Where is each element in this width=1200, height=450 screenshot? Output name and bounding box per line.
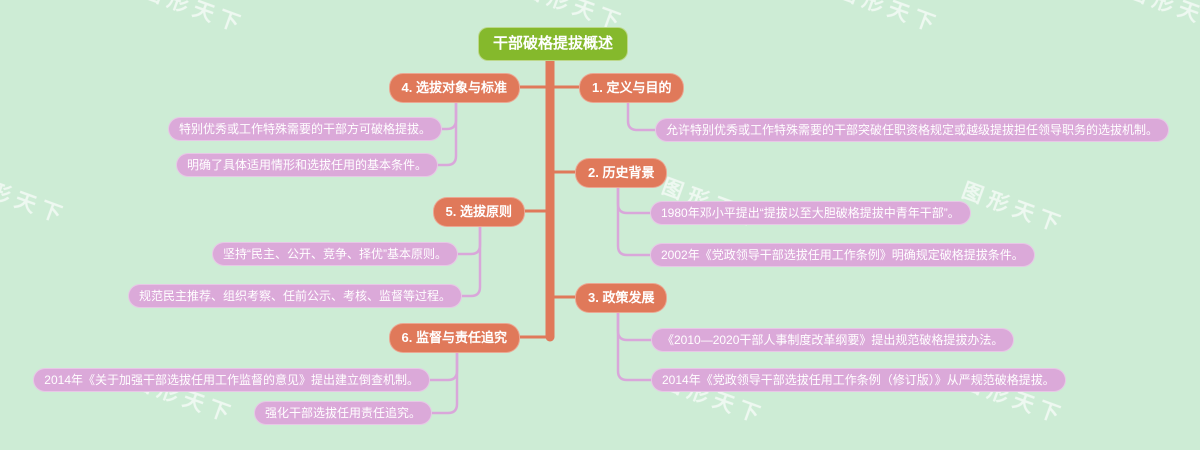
leaf-connector [616, 308, 654, 382]
leaf-node: 1980年邓小平提出“提拔以至大胆破格提拔中青年干部”。 [650, 201, 971, 226]
leaf-node: 2014年《党政领导干部选拔任用工作条例（修订版）》从严规范破格提拔。 [651, 368, 1066, 393]
leaf-connector [429, 348, 459, 415]
leaf-node: 2002年《党政领导干部选拔任用工作条例》明确规定破格提拔条件。 [650, 243, 1035, 268]
branch-node-3: 3. 政策发展 [575, 283, 668, 313]
branch-node-5: 5. 选拔原则 [432, 197, 525, 227]
leaf-node: 特别优秀或工作特殊需要的干部方可破格提拔。 [167, 117, 442, 142]
leaf-node: 明确了具体适用情形和选拔任用的基本条件。 [175, 153, 438, 178]
leaf-node: 《2010—2020干部人事制度改革纲要》提出规范破格提拔办法。 [651, 328, 1015, 353]
leaf-connector [455, 222, 482, 256]
leaf-connector [439, 98, 458, 131]
branch-connectors [517, 85, 582, 339]
leaf-connector [435, 98, 458, 167]
leaf-node: 规范民主推荐、组织考察、任前公示、考核、监督等过程。 [127, 284, 462, 309]
leaf-node: 2014年《关于加强干部选拔任用工作监督的意见》提出建立倒查机制。 [33, 368, 430, 393]
branch-node-4: 4. 选拔对象与标准 [388, 73, 520, 103]
branch-node-2: 2. 历史背景 [575, 158, 668, 188]
central-topic: 干部破格提拔概述 [478, 27, 629, 61]
branch-node-6: 6. 监督与责任追究 [388, 323, 520, 353]
leaf-node: 允许特别优秀或工作特殊需要的干部突破任职资格规定或越级提拔担任领导职务的选拔机制… [655, 118, 1170, 143]
leaf-node: 坚持“民主、公开、竞争、择优”基本原则。 [212, 242, 458, 267]
leaf-connector [616, 308, 654, 342]
leaf-connector [616, 184, 653, 215]
leaf-node: 强化干部选拔任用责任追究。 [253, 401, 432, 426]
leaf-connector [626, 98, 658, 132]
leaf-connectors [427, 98, 658, 415]
leaf-connector [616, 184, 653, 257]
leaf-connector [427, 348, 459, 382]
branch-node-1: 1. 定义与目的 [579, 73, 685, 103]
leaf-connector [459, 222, 482, 298]
